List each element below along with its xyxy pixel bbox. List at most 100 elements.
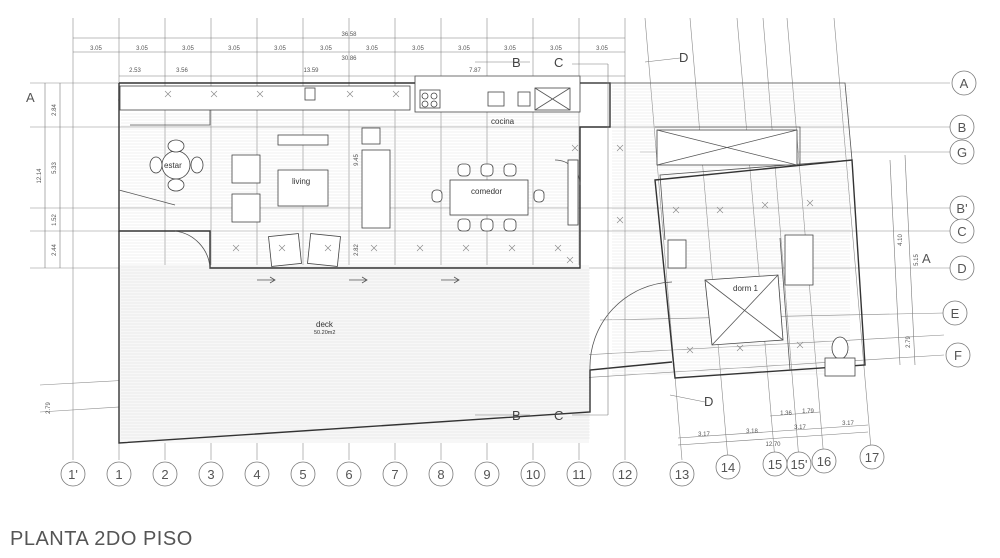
section-c-bottom: C — [554, 408, 563, 423]
dimension-left: 2.84 12.14 5.33 1.52 2.44 2.79 9.45 2.82 — [37, 83, 360, 414]
lamp-mark — [736, 344, 744, 352]
dim-span: 3.05 — [366, 46, 378, 52]
room-living: living — [292, 177, 310, 186]
plan-title: PLANTA 2DO PISO — [10, 528, 193, 550]
dimension-top: 36.58 30.86 3.05 3.05 3.05 3.05 3.05 3.0… — [73, 32, 625, 77]
stair — [656, 129, 798, 166]
bottom-axis-marker: 5 — [290, 461, 316, 487]
walls — [118, 82, 866, 444]
bottom-axis-marker: 8 — [428, 461, 454, 487]
dimension-right: 4.10 5.15 2.79 — [889, 154, 920, 366]
left-axis-label: A — [26, 90, 35, 105]
bottom-axis-label: 4 — [253, 467, 260, 482]
section-b-top: B — [512, 55, 521, 70]
dim-bottom: 3.17 — [794, 425, 806, 431]
dim-mid: 2.82 — [354, 244, 360, 256]
section-b-bottom: B — [512, 408, 521, 423]
bottom-axis-marker: 6 — [336, 461, 362, 487]
dimension-bottom-right: 3.17 3.18 3.17 3.17 12.70 1.36 1.79 — [677, 409, 869, 448]
bottom-axis-marker: 15 — [762, 451, 788, 477]
dorm-furniture — [667, 234, 856, 377]
dim-right: 2.79 — [906, 336, 912, 348]
dim-left: 2.84 — [52, 104, 58, 116]
bottom-axis-label: 12 — [618, 467, 632, 482]
bottom-axis-marker: 1' — [60, 461, 86, 487]
right-axis-label: A — [960, 76, 969, 91]
right-axis-label: E — [951, 306, 960, 321]
lamp-mark — [761, 201, 769, 209]
lamp-mark — [278, 244, 286, 252]
dim-span: 3.05 — [412, 46, 424, 52]
ceiling-lamps — [164, 90, 814, 354]
right-axis-marker: F — [945, 342, 971, 368]
bottom-axis-label: 6 — [345, 467, 352, 482]
dim-bottom: 3.18 — [746, 429, 758, 435]
bottom-axis-label: 7 — [391, 467, 398, 482]
dim-span: 3.05 — [90, 46, 102, 52]
bottom-axis-label: 14 — [721, 460, 735, 475]
lamp-mark — [571, 144, 579, 152]
bottom-axis-label: 13 — [675, 467, 689, 482]
bottom-axis-label: 8 — [437, 467, 444, 482]
dim-bottom: 3.17 — [842, 421, 854, 427]
dim-span: 3.05 — [504, 46, 516, 52]
bottom-axis-label: 1' — [68, 467, 78, 482]
bottom-axis-marker: 17 — [859, 444, 885, 470]
lamp-mark — [210, 90, 218, 98]
lamp-mark — [616, 144, 624, 152]
dim-right: 4.10 — [898, 234, 904, 246]
dim-span: 3.05 — [182, 46, 194, 52]
dim-span: 3.05 — [228, 46, 240, 52]
right-axis-label: B — [958, 120, 967, 135]
dim-span: 3.05 — [458, 46, 470, 52]
dim-mid: 9.45 — [354, 154, 360, 166]
bottom-axis-label: 11 — [572, 467, 586, 482]
bottom-axis-marker: 4 — [244, 461, 270, 487]
living-furniture — [231, 127, 579, 267]
dim-span: 3.05 — [596, 46, 608, 52]
bottom-axis-label: 9 — [483, 467, 490, 482]
dim-row2: 2.53 — [129, 68, 141, 74]
lamp-mark — [462, 244, 470, 252]
right-sub-axis-label: A — [922, 251, 931, 266]
bottom-axis-marker: 10 — [520, 461, 546, 487]
bottom-axis-marker: 7 — [382, 461, 408, 487]
lamp-mark — [566, 256, 574, 264]
right-axis-label: D — [957, 261, 966, 276]
right-axis-marker: B' — [949, 195, 975, 221]
right-axis-marker: A — [951, 70, 977, 96]
bottom-axis-label: 10 — [526, 467, 540, 482]
room-estar: estar — [164, 161, 182, 170]
lamp-mark — [616, 216, 624, 224]
dim-total2: 30.86 — [341, 56, 357, 62]
right-axis-marker: E — [942, 300, 968, 326]
dim-row2: 13.59 — [303, 68, 319, 74]
dim-span: 3.05 — [274, 46, 286, 52]
lamp-mark — [256, 90, 264, 98]
section-d-top: D — [679, 50, 688, 65]
dim-left: 2.44 — [52, 244, 58, 256]
right-axis-marker: C — [949, 218, 975, 244]
room-labels: cocina estar living comedor dorm 1 deck … — [164, 117, 758, 336]
lamp-mark — [554, 244, 562, 252]
bottom-axis-label: 5 — [299, 467, 306, 482]
estar-table — [149, 139, 204, 192]
room-deck-area: 50.20m2 — [314, 330, 335, 336]
dim-left: 5.33 — [52, 162, 58, 174]
dim-bottom: 12.70 — [765, 442, 781, 448]
lamp-mark — [370, 244, 378, 252]
right-axis-marker: D — [949, 255, 975, 281]
bottom-axis-marker: 14 — [715, 454, 741, 480]
bottom-axis-marker: 15' — [786, 451, 812, 477]
bottom-axis-marker: 1 — [106, 461, 132, 487]
bottom-axis-label: 15 — [768, 457, 782, 472]
right-axis-label: G — [957, 145, 967, 160]
dim-span: 3.05 — [136, 46, 148, 52]
right-axis-markers: A BG B' C D E F A — [922, 70, 977, 368]
room-dorm1: dorm 1 — [733, 284, 758, 293]
bottom-axis-label: 2 — [161, 467, 168, 482]
lamp-mark — [346, 90, 354, 98]
right-axis-label: B' — [956, 201, 967, 216]
bottom-axis-label: 17 — [865, 450, 879, 465]
